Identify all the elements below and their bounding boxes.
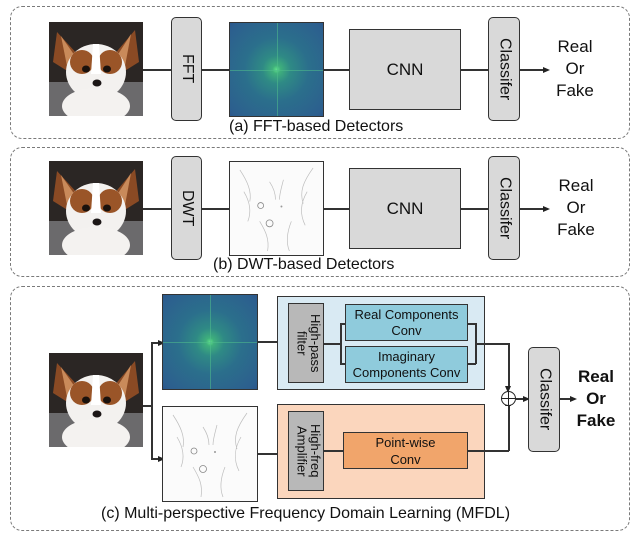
cnn-box: CNN (349, 29, 461, 110)
arrow-right-icon (158, 339, 165, 346)
fft-transform-box: FFT (171, 17, 202, 121)
fft-label: FFT (178, 54, 196, 84)
real-components-conv: Real Components Conv (345, 304, 468, 341)
connector (520, 208, 545, 210)
connector (468, 363, 476, 365)
output-or: Or (565, 59, 585, 78)
classifier-label: Classifer (496, 37, 514, 101)
output-fake: Fake (576, 411, 616, 430)
cnn-box: CNN (349, 168, 461, 249)
high-pass-filter-box: High-pass filter (288, 303, 324, 383)
dwt-label: DWT (178, 189, 196, 227)
high-freq-amplifier-label: High-freq Amplifier (294, 424, 323, 478)
connector (202, 208, 229, 210)
panel-b-caption: (b) DWT-based Detectors (213, 256, 395, 273)
output-or: Or (566, 198, 586, 217)
connector (340, 323, 345, 325)
connector (475, 343, 509, 345)
real-conv-label: Real Components Conv (354, 306, 459, 338)
connector (468, 450, 509, 452)
connector (340, 363, 345, 365)
cnn-label: CNN (386, 59, 424, 79)
connector (324, 450, 343, 452)
fft-spectrum-image (229, 22, 324, 117)
output-label: Real Or Fake (551, 175, 601, 241)
dwt-transform-box: DWT (171, 156, 202, 260)
panel-c-caption: (c) Multi-perspective Frequency Domain L… (101, 505, 511, 522)
arrow-right-icon (158, 455, 165, 462)
output-label: Real Or Fake (550, 36, 600, 102)
pointwise-conv-label: Point-wise Conv (375, 434, 436, 467)
imaginary-components-conv: Imaginary Components Conv (345, 346, 468, 383)
output-real: Real (558, 176, 594, 195)
connector (560, 398, 572, 400)
connector (461, 208, 488, 210)
panel-c-mfdl (10, 286, 630, 531)
connector (520, 69, 545, 71)
panel-a-caption: (a) FFT-based Detectors (229, 118, 404, 135)
panel-a-fft-detectors (10, 6, 630, 139)
classifier-label: Classifer (496, 176, 514, 240)
classifier-label: Classifer (536, 368, 554, 431)
connector (324, 69, 350, 71)
connector (143, 208, 171, 210)
input-image-dog (49, 161, 143, 255)
connector (508, 343, 510, 388)
high-freq-amplifier-box: High-freq Amplifier (288, 411, 324, 491)
classifier-box: Classifer (488, 156, 520, 260)
input-image-dog (49, 353, 143, 447)
connector (257, 453, 277, 455)
imag-conv-label: Imaginary Components Conv (352, 348, 461, 380)
classifier-box: Classifer (528, 347, 560, 452)
connector (516, 398, 525, 400)
output-fake: Fake (557, 220, 595, 239)
panel-b-dwt-detectors (10, 147, 630, 277)
connector (151, 342, 153, 459)
connector (143, 69, 171, 71)
arrow-right-icon (523, 395, 530, 402)
output-fake: Fake (556, 81, 594, 100)
connector (202, 69, 229, 71)
output-real: Real (578, 367, 614, 386)
output-label: Real Or Fake (574, 366, 618, 432)
connector (151, 342, 159, 344)
input-image-dog (49, 22, 143, 116)
cnn-label: CNN (386, 198, 424, 218)
output-or: Or (586, 389, 606, 408)
connector (257, 341, 277, 343)
dwt-edge-image (229, 161, 324, 256)
connector (324, 208, 350, 210)
connector (324, 343, 341, 345)
classifier-box: Classifer (488, 17, 520, 121)
arrow-right-icon (570, 395, 577, 402)
dwt-edge-image (162, 406, 258, 502)
high-pass-filter-label: High-pass filter (294, 313, 323, 373)
connector (468, 323, 476, 325)
arrow-right-icon (543, 66, 550, 73)
connector (143, 405, 152, 407)
arrow-down-icon (505, 386, 511, 393)
connector (461, 69, 488, 71)
pointwise-conv: Point-wise Conv (343, 432, 468, 469)
connector (151, 458, 159, 460)
arrow-right-icon (543, 205, 550, 212)
fft-spectrum-image (162, 294, 258, 390)
connector (508, 405, 510, 451)
connector (340, 323, 342, 364)
element-wise-sum-icon (501, 391, 516, 406)
output-real: Real (557, 37, 593, 56)
